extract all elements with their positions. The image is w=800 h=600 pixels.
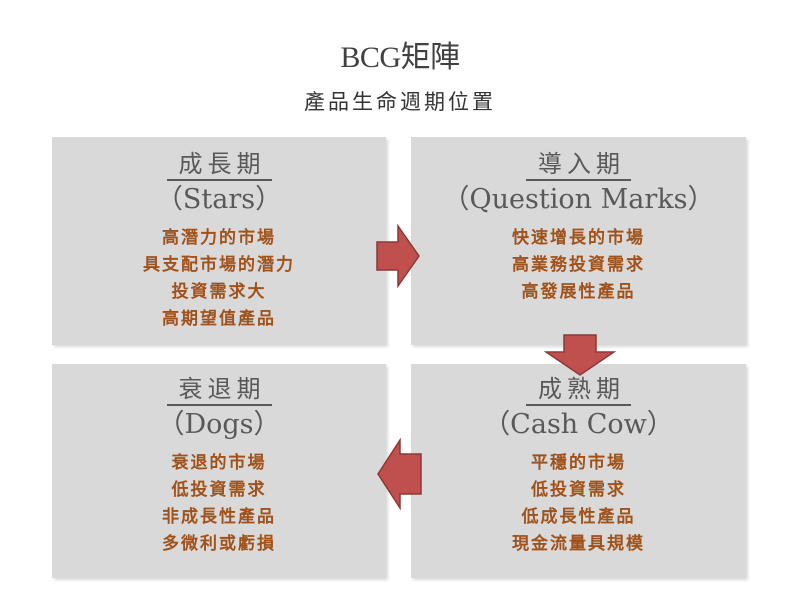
feature-list: 平穩的市場 低投資需求 低成長性產品 現金流量具規模 xyxy=(411,450,746,558)
page-subtitle: 產品生命週期位置 xyxy=(304,90,496,114)
feature-item: 平穩的市場 xyxy=(531,453,626,473)
feature-item: 非成長性產品 xyxy=(162,507,276,527)
stage-label: 成熟期 xyxy=(526,374,631,406)
down-arrow-icon xyxy=(544,334,616,376)
quadrant-name: （Dogs） xyxy=(157,409,281,440)
quadrant-name: （Cash Cow） xyxy=(483,409,674,440)
feature-item: 投資需求大 xyxy=(171,282,267,302)
feature-item: 具支配市場的潛力 xyxy=(143,255,295,275)
quadrant-name: （Stars） xyxy=(155,184,283,215)
feature-item: 現金流量具規模 xyxy=(512,534,645,554)
page-title: BCG矩陣 xyxy=(340,41,460,74)
feature-item: 快速增長的市場 xyxy=(512,228,645,248)
feature-item: 低投資需求 xyxy=(171,480,267,500)
stage-label: 成長期 xyxy=(166,149,272,181)
quadrant-dogs: 衰退期 （Dogs） 衰退的市場 低投資需求 非成長性產品 多微利或虧損 xyxy=(52,364,386,578)
right-arrow-icon xyxy=(376,224,420,288)
feature-item: 高業務投資需求 xyxy=(512,255,645,275)
quadrant-cash-cow: 成熟期 （Cash Cow） 平穩的市場 低投資需求 低成長性產品 現金流量具規… xyxy=(411,364,746,578)
quadrant-question-marks: 導入期 （Question Marks） 快速增長的市場 高業務投資需求 高發展… xyxy=(411,137,746,345)
stage-label: 導入期 xyxy=(526,149,631,181)
left-arrow-icon xyxy=(377,438,422,510)
quadrant-stars: 成長期 （Stars） 高潛力的市場 具支配市場的潛力 投資需求大 高期望值產品 xyxy=(52,137,386,345)
feature-item: 衰退的市場 xyxy=(171,453,267,473)
feature-list: 衰退的市場 低投資需求 非成長性產品 多微利或虧損 xyxy=(52,450,386,558)
feature-list: 快速增長的市場 高業務投資需求 高發展性產品 xyxy=(411,225,746,306)
feature-item: 高潛力的市場 xyxy=(162,228,276,248)
feature-item: 高期望值產品 xyxy=(162,309,276,329)
quadrant-name: （Question Marks） xyxy=(442,184,715,215)
feature-list: 高潛力的市場 具支配市場的潛力 投資需求大 高期望值產品 xyxy=(52,225,386,333)
feature-item: 多微利或虧損 xyxy=(162,534,276,554)
feature-item: 高發展性產品 xyxy=(521,282,636,302)
stage-label: 衰退期 xyxy=(166,374,272,406)
feature-item: 低投資需求 xyxy=(531,480,626,500)
feature-item: 低成長性產品 xyxy=(521,507,636,527)
